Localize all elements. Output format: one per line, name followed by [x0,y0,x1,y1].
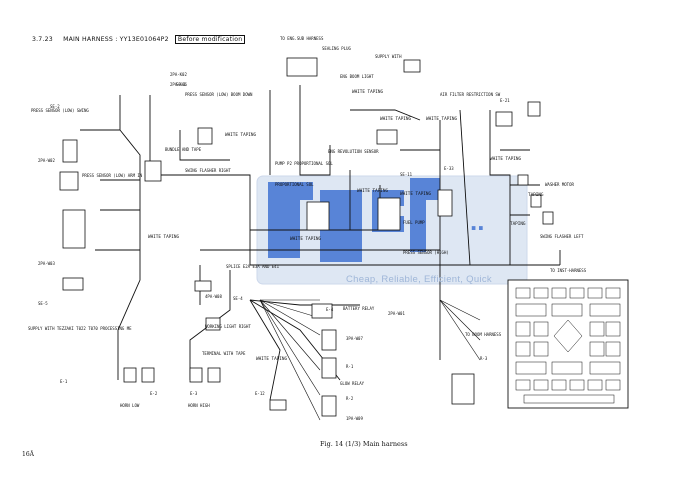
taping-label: WHITE TAPING [490,156,521,162]
connector-id: E-1 [60,379,68,384]
connector-id: 2PA-K02 [170,72,187,77]
taping-label: WHITE TAPING [357,188,388,194]
modification-tag: Before modification [174,35,246,44]
taping-label: WHITE TAPING [290,236,321,242]
connector-id: SE-5 [38,301,48,306]
label-battery-relay: BATTERY RELAY [343,306,375,311]
connector-id: SE-4 [233,296,243,301]
connector-id: E-12 [255,391,265,396]
connector-id: 2PA-K06 [170,82,187,87]
connector-id: 1PA-W09 [346,416,363,421]
label-supply-with: SUPPLY WITH [375,54,402,59]
connector-id: 4PA-W08 [205,294,222,299]
page-number: 16Ã [22,451,34,458]
connector-id: SE-2 [50,104,60,109]
taping-label: WHITE TAPING [256,356,287,362]
label-swing-flasher-right: SWING FLASHER RIGHT [185,168,231,173]
label-boom-harness: TO BOOM HARNESS [465,332,502,337]
section-title: MAIN HARNESS : YY13E01064P2 [63,36,169,43]
label-proportional-sol: PROPORTIONAL SOL [275,182,314,187]
label-pump-p2: PUMP P2 PROPORTIONAL SOL [275,161,333,166]
label-swing-flasher-left: SWING FLASHER LEFT [540,234,584,239]
label-fuel-pump: FUEL PUMP [403,220,425,225]
connector-id: 2PA-W01 [388,311,405,316]
taping-label: WHITE TAPING [400,191,431,197]
taping-label: WHITE TAPING [148,234,179,240]
taping-label: WHITE TAPING [225,132,256,138]
connector-id: R-3 [480,356,488,361]
label-press-sensor-high: PRESS SENSOR (HIGH) [403,250,449,255]
label-terminal-tape: TERMINAL WITH TAPE [202,351,246,356]
label-sealing-plug: SEALING PLUG [322,46,351,51]
label-to-inst-harness: TO INST-HARNESS [550,268,587,273]
label-eng-revolution: ENG REVOLUTION SENSOR [328,149,379,154]
label-bundle: BUNDLE AND TAPE [165,147,202,152]
taping-label: WHITE TAPING [380,116,411,122]
label-press-sensor-arm: PRESS SENSOR (LOW) ARM IN [82,173,143,178]
watermark-text: Cheap, Reliable, Efficient, Quick [346,274,492,285]
label-glow-relay: GLOW RELAY [340,381,365,386]
label-working-light: WORKING LIGHT RIGHT [205,324,251,329]
taping-label: WHITE TAPING [352,89,383,95]
fanout-lines [259,299,481,421]
label-supply-tezzaki: SUPPLY WITH TEZZAKI T022 T070 PROCESSING… [28,326,132,331]
connector-id: 2PA-W03 [38,261,55,266]
label-horn-high: HORN HIGH [188,403,210,408]
connector-id: SE-1 [176,82,186,87]
connector-id: 2PA-W02 [38,158,55,163]
connector-id: E-2 [150,391,158,396]
label-washer-motor: WASHER MOTOR [545,182,574,187]
taping-label: WHITE TAPING [426,116,457,122]
figure-caption: Fig. 14 (1/3) Main harness [320,440,408,448]
connector-id: E-3 [190,391,198,396]
label-press-sensor-low: PRESS SENSOR (LOW) BOOM DOWN [185,92,253,97]
connector-blocks [59,57,554,417]
label-air-filter: AIR FILTER RESTRICTION SW [440,92,501,97]
label-horn-low: HORN LOW [120,403,140,408]
taping-label: TAPING [528,192,544,198]
connector-id: 3PA-W07 [346,336,363,341]
connector-id: R-1 [346,364,354,369]
connector-id: E-33 [444,166,454,171]
connector-id: R-2 [346,396,354,401]
connector-id: SE-11 [400,172,413,177]
label-eng-boom-light: ENG BOOM LIGHT [340,74,374,79]
connector-id: E-4 [326,307,334,312]
label-fuse-ground: SPLICE E2A E3A AND E41 [226,264,280,269]
label-top-harness: TO ENG.SUB HARNESS [280,36,324,41]
page-header: 3.7.23 MAIN HARNESS : YY13E01064P2 Befor… [32,35,246,44]
connector-id: E-21 [500,98,510,103]
fuse-box [507,279,629,409]
svg-text:..: .. [470,206,484,236]
section-number: 3.7.23 [32,36,53,43]
label-press-sensor-swing: PRESS SENSOR (LOW) SWING [31,108,89,113]
taping-label: TAPING [510,221,526,227]
